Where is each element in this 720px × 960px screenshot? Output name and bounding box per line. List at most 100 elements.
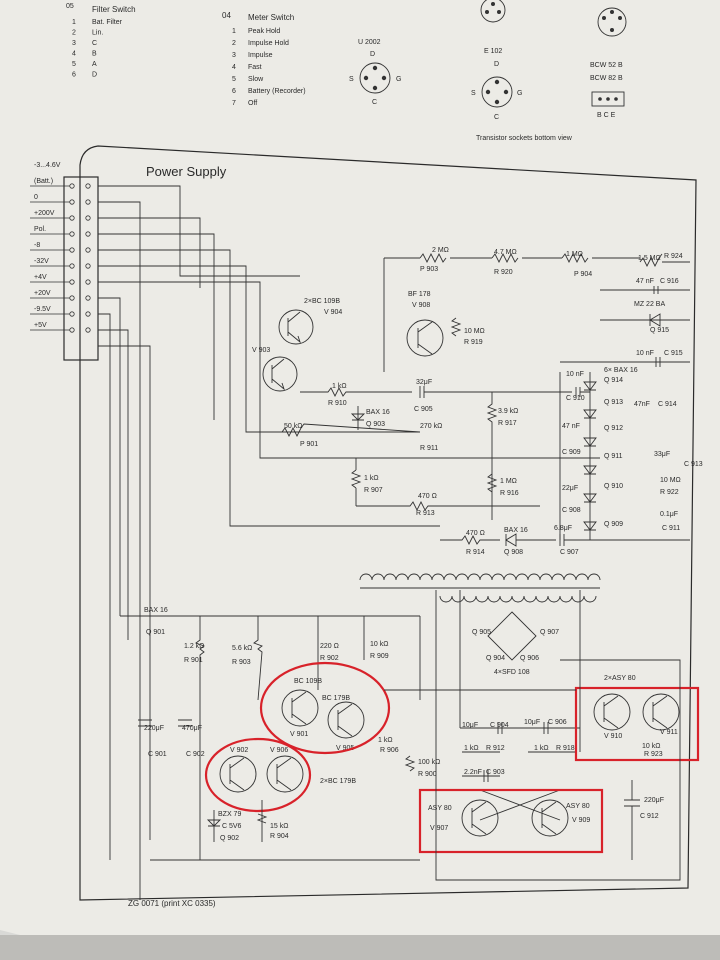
svg-text:470 Ω: 470 Ω — [466, 530, 485, 537]
svg-text:V 906: V 906 — [270, 747, 288, 754]
meter-item-label: Impulse Hold — [248, 40, 289, 47]
svg-text:Q 910: Q 910 — [604, 483, 623, 490]
filter-item-label: Bat. Filter — [92, 19, 123, 26]
svg-text:R 919: R 919 — [464, 339, 483, 346]
resistor-r906: 1 kΩ R 906 — [378, 737, 399, 754]
svg-text:10μF: 10μF — [462, 722, 478, 729]
svg-text:2.2nF: 2.2nF — [464, 769, 482, 776]
svg-text:5.6 kΩ: 5.6 kΩ — [232, 645, 252, 652]
rail-label: -3...4.6V — [34, 162, 61, 169]
lower-misc: 100 kΩ R 900 BZX 79 C 5V6 Q 902 15 kΩ R … — [206, 755, 440, 842]
svg-text:100 kΩ: 100 kΩ — [418, 759, 440, 766]
svg-text:G: G — [517, 90, 522, 97]
terminal — [85, 247, 91, 253]
svg-text:V 910: V 910 — [604, 733, 622, 740]
svg-text:220 Ω: 220 Ω — [320, 643, 339, 650]
svg-text:R 910: R 910 — [328, 400, 347, 407]
block-wiring — [384, 539, 690, 881]
terminal — [85, 279, 91, 285]
diode-mark — [583, 409, 597, 419]
svg-text:4×SFD 108: 4×SFD 108 — [494, 669, 530, 676]
svg-text:10 nF: 10 nF — [566, 371, 584, 378]
coil-secondary — [439, 595, 597, 603]
svg-text:47 nF: 47 nF — [562, 423, 580, 430]
svg-text:Q 906: Q 906 — [520, 655, 539, 662]
svg-text:R 901: R 901 — [184, 657, 203, 664]
rail-label: +20V — [34, 290, 51, 297]
svg-text:C 903: C 903 — [486, 769, 505, 776]
transistor-v903: V 903 — [252, 347, 298, 392]
meter-item-label: Impulse — [248, 52, 273, 59]
svg-text:1.5 MΩ: 1.5 MΩ — [638, 255, 661, 262]
socket-note: Transistor sockets bottom view — [476, 135, 573, 142]
mid-components: 1 kΩ R 910 32μF C 905 BAX 16 Q 903 3.9 k… — [250, 379, 600, 556]
svg-text:C 904: C 904 — [490, 722, 509, 729]
meter-switch-title: Meter Switch — [248, 13, 294, 22]
svg-text:50 kΩ: 50 kΩ — [284, 423, 302, 430]
diode-ladder: 10 nF C 910 6× BAX 16 Q 914 Q 913 47nF C… — [559, 367, 703, 540]
transistor-v902: V 902 — [219, 747, 257, 793]
svg-text:C 5V6: C 5V6 — [222, 823, 242, 830]
transistor-v904: 2×BC 109B V 904 — [278, 298, 342, 345]
svg-text:1 kΩ: 1 kΩ — [378, 737, 393, 744]
svg-text:V 907: V 907 — [430, 825, 448, 832]
svg-text:S: S — [471, 90, 476, 97]
svg-text:B C E: B C E — [597, 112, 616, 119]
svg-text:V 905: V 905 — [336, 745, 354, 752]
meter-item-number: 7 — [232, 100, 236, 107]
meter-item-number: 6 — [232, 88, 236, 95]
svg-text:3.9 kΩ: 3.9 kΩ — [498, 408, 518, 415]
svg-text:R 904: R 904 — [270, 833, 289, 840]
svg-text:V 908: V 908 — [412, 302, 430, 309]
svg-text:V 911: V 911 — [660, 729, 678, 736]
svg-text:BAX 16: BAX 16 — [504, 527, 528, 534]
svg-text:Q 909: Q 909 — [604, 521, 623, 528]
meter-item-label: Peak Hold — [248, 28, 280, 35]
filter-item-label: B — [92, 51, 97, 58]
svg-text:C 913: C 913 — [684, 461, 703, 468]
socket-top-partial — [480, 0, 506, 23]
meter-item-number: 2 — [232, 40, 236, 47]
transistor-v905: BC 179B V 905 — [322, 695, 365, 752]
svg-text:C: C — [372, 99, 377, 106]
svg-text:R 916: R 916 — [500, 490, 519, 497]
svg-text:BF 178: BF 178 — [408, 291, 431, 298]
svg-text:Q 914: Q 914 — [604, 377, 623, 384]
transistor-v909: ASY 80 V 909 — [531, 799, 590, 837]
meter-item-label: Off — [248, 100, 257, 107]
meter-item-label: Fast — [248, 64, 262, 71]
svg-text:E 102: E 102 — [484, 48, 502, 55]
diode-mark — [583, 521, 597, 531]
diode-mark — [583, 381, 597, 391]
filter-item-label: A — [92, 61, 97, 68]
svg-text:BAX 16: BAX 16 — [144, 607, 168, 614]
lower-left-section: BAX 16 Q 901 1.2 kΩ R 901 5.6 kΩ R 903 2… — [120, 607, 420, 861]
svg-text:10 MΩ: 10 MΩ — [464, 328, 485, 335]
svg-text:BAX 16: BAX 16 — [366, 409, 390, 416]
svg-text:R 913: R 913 — [416, 510, 435, 517]
svg-text:P 901: P 901 — [300, 441, 318, 448]
svg-text:Q 915: Q 915 — [650, 327, 669, 334]
filter-item-label: D — [92, 72, 97, 79]
svg-text:S: S — [349, 76, 354, 83]
svg-text:R 920: R 920 — [494, 269, 513, 276]
highlight-circle-v901-v905 — [259, 661, 391, 755]
svg-text:BC 109B: BC 109B — [294, 678, 322, 685]
svg-text:47nF: 47nF — [634, 401, 650, 408]
svg-text:BCW 52 B: BCW 52 B — [590, 62, 623, 69]
svg-text:C 902: C 902 — [186, 751, 205, 758]
svg-text:10μF: 10μF — [524, 719, 540, 726]
svg-text:ASY 80: ASY 80 — [428, 805, 452, 812]
svg-text:Q 903: Q 903 — [366, 421, 385, 428]
svg-text:R 917: R 917 — [498, 420, 517, 427]
rail-label: +5V — [34, 322, 47, 329]
svg-text:R 909: R 909 — [370, 653, 389, 660]
svg-text:220μF: 220μF — [644, 797, 664, 804]
svg-text:2×BC 109B: 2×BC 109B — [304, 298, 340, 305]
svg-text:R 923: R 923 — [644, 751, 663, 758]
top-resistor-chain: 2 MΩ P 903 4.7 MΩ R 920 1 MΩ P 904 1.5 M… — [383, 247, 690, 372]
transistor-v901: BC 109B V 901 — [281, 678, 322, 738]
svg-text:05: 05 — [66, 3, 74, 10]
svg-text:33μF: 33μF — [654, 451, 670, 458]
